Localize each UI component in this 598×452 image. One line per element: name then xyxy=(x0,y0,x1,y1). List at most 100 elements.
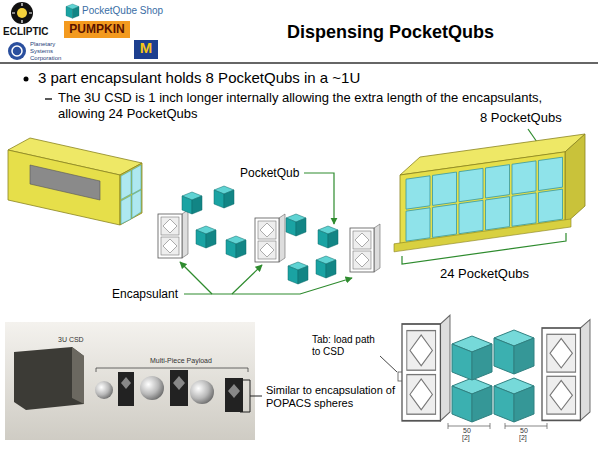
csd-3u-loaded xyxy=(512,161,536,194)
bullet-markers xyxy=(45,98,52,99)
label-holder: ECLIPTIC xyxy=(3,26,49,38)
part-label: Encapsulant xyxy=(112,287,178,301)
csd-3u-small xyxy=(30,165,100,200)
label-holder: 3U CSD xyxy=(58,336,84,344)
payload-photo xyxy=(225,378,243,412)
logo-text: ECLIPTIC xyxy=(3,26,49,38)
exploded-view xyxy=(158,186,380,284)
bullet-text: 3 part encapsulant holds 8 PocketQubs in… xyxy=(38,69,360,87)
exploded-view xyxy=(182,192,202,214)
label-holder: Tab: load path to CSD xyxy=(312,334,376,358)
label-holder: 24 PocketQubs xyxy=(440,266,529,282)
csd-3u-loaded xyxy=(394,151,571,252)
leader-lines xyxy=(180,262,212,294)
csd-3u-small xyxy=(132,165,141,194)
logos xyxy=(66,4,79,18)
photo-bracket xyxy=(240,380,262,412)
logos xyxy=(11,2,33,24)
payload-photo xyxy=(95,381,113,399)
csd-3u-loaded xyxy=(486,165,510,198)
logos xyxy=(12,3,32,23)
note-text: Similar to encapsulation of POPACS spher… xyxy=(266,384,408,410)
encapsulant-detail xyxy=(448,423,547,429)
csd-3u-small xyxy=(8,138,142,225)
dimension-label: [2] xyxy=(519,434,527,442)
csd-3u-loaded xyxy=(406,208,430,241)
encapsulant-detail xyxy=(452,336,492,380)
logos xyxy=(64,21,130,38)
csd-3u-loaded xyxy=(433,204,457,237)
csd-3u-loaded xyxy=(394,134,585,252)
encapsulant-detail xyxy=(452,378,492,422)
exploded-view xyxy=(226,236,246,258)
photo-bracket xyxy=(240,380,262,412)
logo-text: M xyxy=(134,39,158,57)
payload-photo xyxy=(228,384,240,398)
label-holder: The 3U CSD is 1 inch longer internally a… xyxy=(58,90,548,121)
dimension-label: [2] xyxy=(462,434,470,442)
csd-3u-loaded xyxy=(539,157,563,190)
exploded-view xyxy=(286,214,306,236)
part-label: Tab: load path to CSD xyxy=(312,334,376,358)
csd-3u-small xyxy=(121,196,131,225)
part-label: PocketQub xyxy=(240,166,299,180)
label-holder: Multi-Piece Payload xyxy=(150,357,212,365)
encapsulant-detail xyxy=(452,330,534,422)
leader-lines xyxy=(232,265,262,294)
encapsulant-detail xyxy=(402,315,450,421)
payload-photo xyxy=(72,347,84,404)
photo-label: Multi-Piece Payload xyxy=(150,357,212,365)
exploded-view xyxy=(316,256,336,278)
encapsulant-detail xyxy=(380,315,590,429)
payload-photo xyxy=(173,376,185,390)
encapsulant-detail xyxy=(542,320,590,421)
csd-3u-loaded xyxy=(565,134,585,224)
encapsulant-detail xyxy=(494,330,534,374)
csd-3u-loaded xyxy=(512,193,536,226)
title-holder: Dispensing PocketQubs xyxy=(287,22,494,44)
logos xyxy=(17,8,27,18)
label-holder: Similar to encapsulation of POPACS spher… xyxy=(266,384,408,410)
label-holder: Encapsulant xyxy=(112,287,178,301)
csd-3u-loaded xyxy=(459,168,483,201)
label-holder: 3 part encapsulant holds 8 PocketQubs in… xyxy=(38,69,360,87)
csd-3u-loaded xyxy=(539,189,563,222)
exploded-view xyxy=(158,210,188,258)
encapsulant-detail xyxy=(380,356,397,372)
payload-photo xyxy=(121,377,131,389)
photo-label: 3U CSD xyxy=(58,336,84,344)
payload-photo xyxy=(5,322,255,440)
logos xyxy=(134,40,158,59)
label-holder: PocketQube Shop xyxy=(82,5,163,17)
csd-3u-small xyxy=(132,190,141,218)
sub-bullet-text: The 3U CSD is 1 inch longer internally a… xyxy=(58,90,548,121)
payload-photo xyxy=(118,372,134,406)
slide-title: Dispensing PocketQubs xyxy=(287,22,494,44)
part-label: 24 PocketQubs xyxy=(440,266,529,282)
csd-3u-small xyxy=(120,163,142,225)
label-holder: 8 PocketQubs xyxy=(480,110,562,126)
logo-text: PocketQube Shop xyxy=(82,5,163,17)
logo-text: PUMPKIN xyxy=(64,22,130,36)
label-holder: PocketQub xyxy=(240,166,299,180)
csd-3u-loaded xyxy=(406,176,430,209)
exploded-view xyxy=(214,186,234,208)
label-holder: Planetary Systems Corporation xyxy=(30,41,70,62)
payload-photo xyxy=(96,368,248,372)
leader-lines xyxy=(304,173,334,224)
exploded-view xyxy=(318,226,338,248)
logo-text: Planetary Systems Corporation xyxy=(30,41,70,62)
label-holder: [2] xyxy=(462,434,470,442)
csd-3u-loaded xyxy=(459,200,483,233)
payload-photo xyxy=(190,380,214,404)
csd-3u-loaded xyxy=(433,172,457,205)
csd-3u-small xyxy=(121,171,131,200)
exploded-view xyxy=(288,262,308,284)
payload-photo xyxy=(14,347,84,410)
exploded-view xyxy=(350,224,380,272)
payload-photo xyxy=(170,370,188,406)
part-label: 8 PocketQubs xyxy=(480,110,562,126)
exploded-view xyxy=(196,226,216,248)
csd-3u-small xyxy=(8,150,120,225)
